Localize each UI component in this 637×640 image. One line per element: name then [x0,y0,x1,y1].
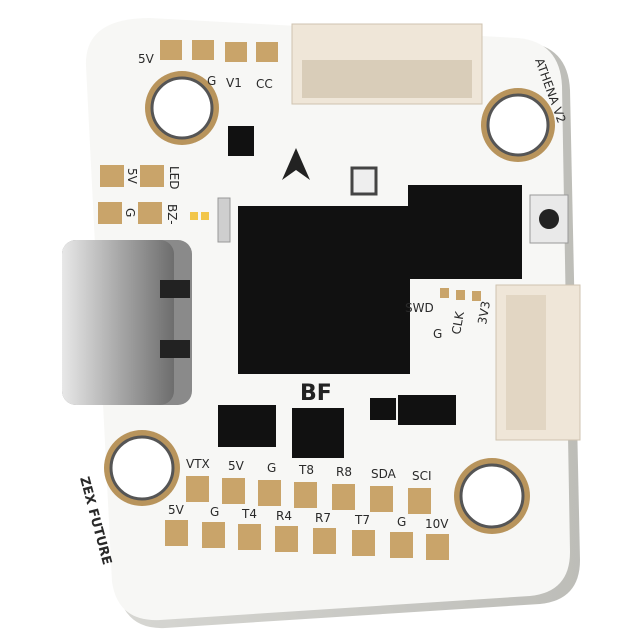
swd-pads [440,288,481,301]
row1-label: T8 [298,463,314,477]
row2-label: T4 [241,507,257,521]
regulator-chip-2 [292,408,344,458]
row1-label: 5V [228,459,245,473]
row2-label: R7 [315,511,331,525]
pad-label-5v: 5V [138,52,155,66]
row2-label: T7 [354,513,370,527]
row2-label: G [210,505,219,519]
row1-label: SDA [371,467,397,481]
transistor [228,126,254,156]
usb-c-port[interactable] [62,240,192,405]
row2-label: 10V [425,517,449,531]
flash-chip [408,185,522,279]
row1-label: R8 [336,465,352,479]
row2-label: 5V [168,503,185,517]
boot-button-cap [539,209,559,229]
top-pads [160,40,278,62]
inductor [370,398,396,420]
baro-sensor [350,166,378,196]
sot-chip [398,395,456,425]
pad-label-g-left: G [123,208,137,217]
row1-label: VTX [186,457,210,471]
left-pads [98,165,164,224]
pad-label-bz: BZ- [165,204,179,225]
swd-label-3v3: 3V3 [475,300,493,326]
row2-label: R4 [276,509,292,523]
swd-label-g: G [433,327,442,341]
pad-label-led: LED [167,166,181,190]
bf-logo: BF [300,381,332,406]
swd-label: SWD [405,301,434,315]
pad-label-g: G [207,74,216,88]
row1-pads [186,476,431,514]
row2-pads [165,520,449,560]
pad-label-5v-left: 5V [125,168,139,185]
crystal [217,197,231,243]
top-connector [291,23,483,105]
arrow-mark [282,148,310,180]
swd-label-clk: CLK [449,309,467,335]
mounting-holes [104,71,555,534]
row2-label: G [397,515,406,529]
mcu-chip [238,206,410,374]
row1-label: SCI [412,469,432,483]
row1-label: G [267,461,276,475]
pad-label-cc: CC [256,77,273,91]
pad-label-v1: V1 [226,76,242,90]
side-connector [495,284,581,441]
regulator-chip-1 [218,405,276,447]
